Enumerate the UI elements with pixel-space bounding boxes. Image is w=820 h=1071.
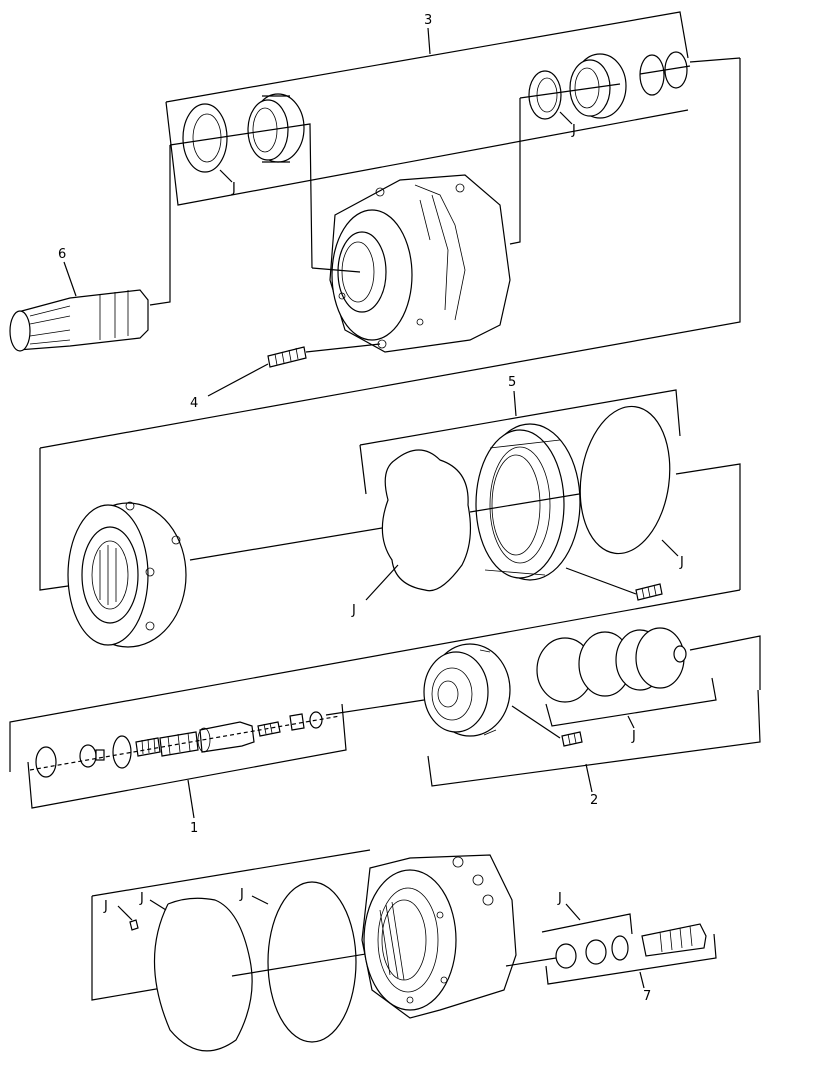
callout-j-i: J bbox=[557, 891, 562, 906]
small-screw-j bbox=[129, 919, 139, 931]
large-ring-bottom-left bbox=[153, 897, 253, 1052]
callout-4: 4 bbox=[190, 396, 198, 411]
callout-5: 5 bbox=[508, 375, 516, 390]
callout-j-c: J bbox=[351, 603, 356, 618]
port-plate bbox=[67, 501, 187, 648]
seal-rings-2 bbox=[536, 627, 687, 703]
thin-rings-right bbox=[639, 51, 688, 96]
callout-j-a: J bbox=[231, 181, 236, 196]
callout-j-e: J bbox=[631, 729, 636, 744]
group-j-bracket-2: J bbox=[545, 677, 717, 744]
valve-parts-1 bbox=[35, 711, 323, 778]
motor-housing bbox=[329, 174, 511, 353]
group-3-bracket: 3 bbox=[165, 11, 689, 206]
spring-5 bbox=[635, 583, 663, 601]
spline-shaft bbox=[9, 289, 149, 352]
large-o-ring-5 bbox=[579, 405, 671, 555]
valve-spool-assembly bbox=[423, 643, 511, 737]
roller-bearing-right bbox=[569, 53, 627, 119]
callout-j-g: J bbox=[139, 891, 144, 906]
group-1-bracket: 1 bbox=[27, 703, 347, 836]
large-ring-bottom-mid bbox=[267, 881, 357, 1043]
callout-j-d: J bbox=[679, 555, 684, 570]
gerotor-seal-wavy bbox=[381, 449, 472, 592]
small-spring-2 bbox=[561, 731, 583, 747]
callout-6: 6 bbox=[58, 247, 66, 262]
callout-j-h: J bbox=[239, 887, 244, 902]
callout-3: 3 bbox=[424, 13, 432, 28]
relief-valve-parts-7 bbox=[555, 923, 707, 969]
callout-7: 7 bbox=[643, 989, 651, 1004]
seal-ring-left bbox=[182, 103, 228, 173]
group-2-bracket: 2 bbox=[427, 689, 761, 808]
callout-2: 2 bbox=[590, 793, 598, 808]
group-7-bracket: J 7 bbox=[541, 891, 717, 1004]
callout-j-b: J bbox=[571, 123, 576, 138]
group-5-bracket: 5 bbox=[359, 375, 681, 495]
end-cover bbox=[361, 854, 517, 1019]
set-screw-4 bbox=[267, 346, 307, 368]
callout-1: 1 bbox=[190, 821, 198, 836]
callout-j-f: J bbox=[103, 899, 108, 914]
roller-bearing-left bbox=[247, 93, 305, 163]
